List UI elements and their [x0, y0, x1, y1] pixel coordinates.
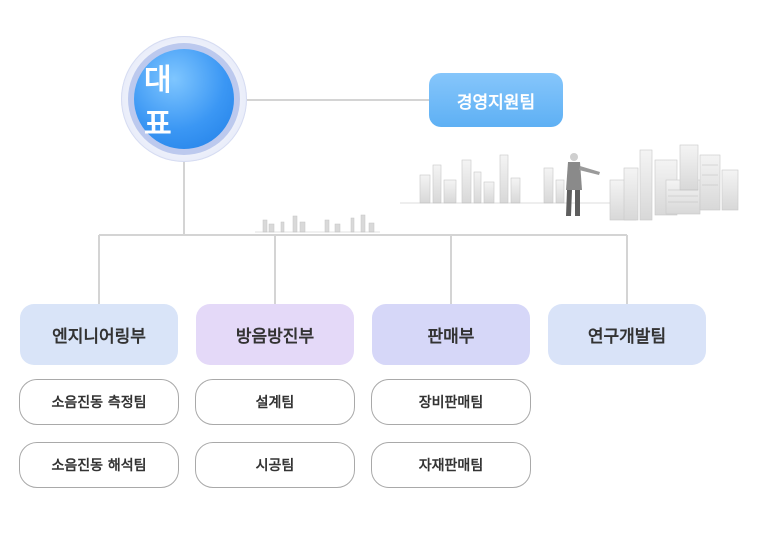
- small-skyline-illustration: [255, 214, 380, 233]
- team-node: 소음진동 해석팀: [19, 442, 179, 488]
- team-node: 설계팀: [195, 379, 355, 425]
- team-node: 장비판매팀: [371, 379, 531, 425]
- businessman-figure: [566, 153, 600, 216]
- team-node: 소음진동 측정팀: [19, 379, 179, 425]
- dept-research: 연구개발팀: [548, 304, 706, 365]
- dept-soundproofing: 방음방진부: [196, 304, 354, 365]
- dept-engineering: 엔지니어링부: [20, 304, 178, 365]
- team-node: 시공팀: [195, 442, 355, 488]
- ceo-node: 대 표: [134, 49, 234, 149]
- team-node: 자재판매팀: [371, 442, 531, 488]
- city-skyline-illustration: [400, 144, 739, 221]
- dept-sales: 판매부: [372, 304, 530, 365]
- management-support-node: 경영지원팀: [429, 73, 563, 127]
